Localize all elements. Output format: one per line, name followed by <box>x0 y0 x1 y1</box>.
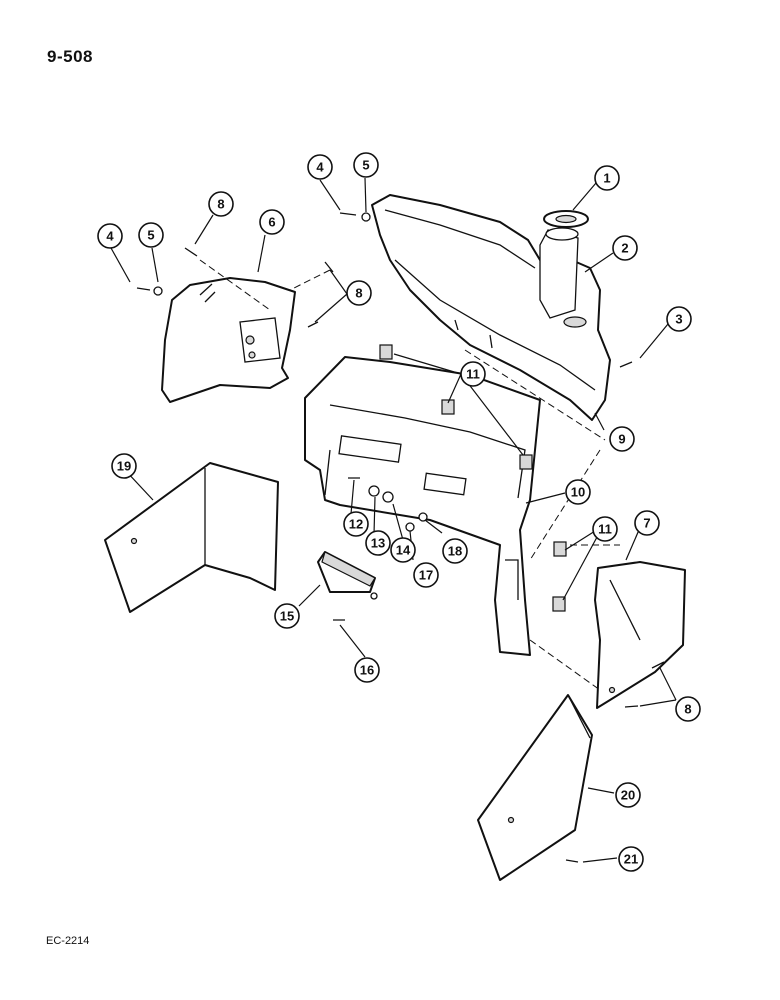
callout-21: 21 <box>618 846 644 872</box>
svg-text:20: 20 <box>621 788 635 803</box>
svg-text:16: 16 <box>360 663 374 678</box>
svg-text:21: 21 <box>624 852 638 867</box>
svg-text:14: 14 <box>396 543 411 558</box>
part-20-right-lower-panel <box>477 694 593 881</box>
svg-text:1: 1 <box>603 171 610 186</box>
page-number: 9-508 <box>47 47 93 66</box>
svg-text:6: 6 <box>268 215 275 230</box>
callout-1: 1 <box>594 165 620 191</box>
callout-11-right: 11 <box>592 516 618 542</box>
callout-12: 12 <box>343 511 369 537</box>
callout-15: 15 <box>274 603 300 629</box>
svg-text:17: 17 <box>419 568 433 583</box>
callout-9: 9 <box>609 426 635 452</box>
part-2-upper-duct <box>371 194 611 421</box>
callout-4-top: 4 <box>307 154 333 180</box>
callout-13: 13 <box>365 530 391 556</box>
callout-5-top: 5 <box>353 152 379 178</box>
svg-text:9: 9 <box>618 432 625 447</box>
fasteners <box>136 212 665 863</box>
svg-text:19: 19 <box>117 459 131 474</box>
svg-text:8: 8 <box>355 286 362 301</box>
svg-text:11: 11 <box>466 367 480 382</box>
svg-text:7: 7 <box>643 516 650 531</box>
part-19-left-lower-panel <box>104 462 279 613</box>
svg-text:15: 15 <box>280 609 294 624</box>
callout-20: 20 <box>615 782 641 808</box>
callout-17: 17 <box>413 562 439 588</box>
callout-2: 2 <box>612 235 638 261</box>
part-6-left-shroud <box>161 277 296 403</box>
figure-code: EC-2214 <box>46 935 90 947</box>
alignment-lines <box>199 259 620 691</box>
callout-4-left: 4 <box>97 223 123 249</box>
callout-6: 6 <box>259 209 285 235</box>
callout-8-mid: 8 <box>346 280 372 306</box>
svg-text:5: 5 <box>147 228 154 243</box>
callout-16: 16 <box>354 657 380 683</box>
svg-text:2: 2 <box>621 241 628 256</box>
svg-text:4: 4 <box>106 229 114 244</box>
svg-text:3: 3 <box>675 312 682 327</box>
svg-text:13: 13 <box>371 536 385 551</box>
callout-18: 18 <box>442 538 468 564</box>
callout-8-right: 8 <box>675 696 701 722</box>
callout-11-top: 11 <box>460 361 486 387</box>
part-1-grommet <box>543 210 589 228</box>
svg-text:5: 5 <box>362 158 369 173</box>
callout-8-top: 8 <box>208 191 234 217</box>
callout-7: 7 <box>634 510 660 536</box>
part-7-right-shroud <box>594 561 686 709</box>
svg-text:4: 4 <box>316 160 324 175</box>
svg-text:8: 8 <box>217 197 224 212</box>
svg-text:18: 18 <box>448 544 462 559</box>
callout-19: 19 <box>111 453 137 479</box>
svg-text:12: 12 <box>349 517 363 532</box>
callout-14: 14 <box>390 537 416 563</box>
svg-text:8: 8 <box>684 702 691 717</box>
callout-3: 3 <box>666 306 692 332</box>
part-15-switch-block <box>317 551 378 600</box>
svg-text:10: 10 <box>571 485 585 500</box>
svg-text:11: 11 <box>598 522 612 537</box>
callout-10: 10 <box>565 479 591 505</box>
part-10-main-panel <box>304 356 541 656</box>
callout-5-left: 5 <box>138 222 164 248</box>
part-11-clips <box>379 344 567 612</box>
